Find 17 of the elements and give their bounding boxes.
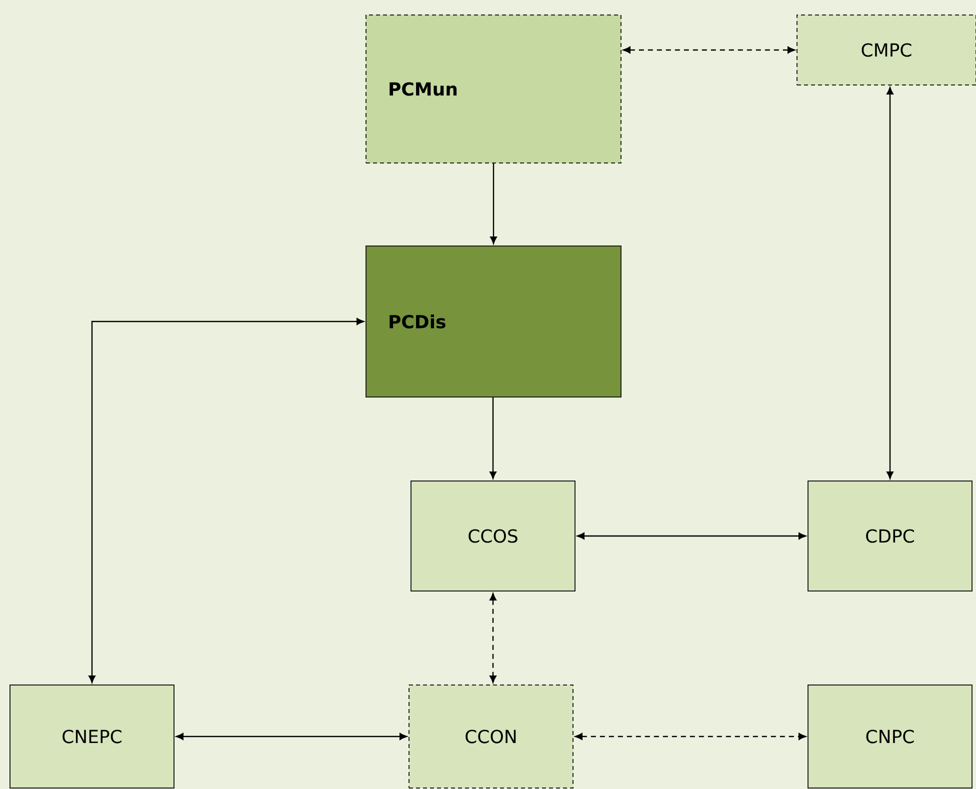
arrow	[88, 318, 364, 683]
process-box: CMPC	[796, 14, 976, 86]
process-box: PCDis	[366, 246, 622, 398]
process-box: CCON	[408, 684, 574, 788]
arrow	[176, 733, 407, 740]
process-box: CNPC	[808, 684, 973, 788]
arrow	[490, 398, 496, 479]
process-box: CCOS	[410, 480, 576, 592]
arrow	[490, 593, 496, 683]
process-box: CNEPC	[10, 684, 174, 788]
arrow	[886, 87, 894, 479]
process-box: CDPC	[808, 480, 973, 592]
arrow	[490, 164, 497, 244]
arrow	[577, 532, 806, 540]
process-box: PCMun	[366, 14, 622, 164]
arrow	[575, 733, 806, 740]
arrow	[623, 46, 795, 54]
